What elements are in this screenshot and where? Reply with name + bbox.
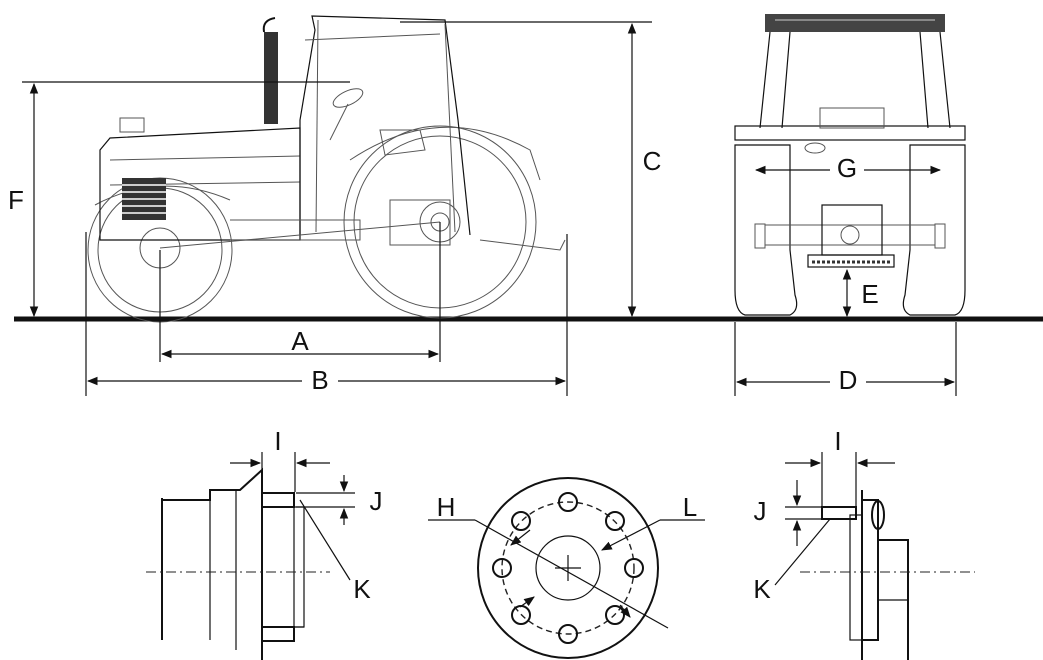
label-c: C xyxy=(643,146,662,176)
dimension-f: F xyxy=(8,81,350,318)
label-e: E xyxy=(861,279,878,309)
label-i-left: I xyxy=(274,426,281,456)
label-h: H xyxy=(437,492,456,522)
label-a: A xyxy=(291,326,309,356)
label-i-right: I xyxy=(834,426,841,456)
label-d: D xyxy=(839,365,858,395)
dimension-a: A xyxy=(159,222,441,362)
label-k-right: K xyxy=(753,574,771,604)
label-f: F xyxy=(8,185,24,215)
hub-detail-left: I J K xyxy=(146,426,383,660)
dimension-e: E xyxy=(842,268,879,318)
tractor-front-view xyxy=(734,14,966,316)
dimension-c: C xyxy=(400,21,662,318)
label-l: L xyxy=(683,492,697,522)
label-b: B xyxy=(311,365,328,395)
label-g: G xyxy=(837,153,857,183)
label-j-right: J xyxy=(754,496,767,526)
tractor-side-view xyxy=(87,15,566,323)
dimension-d: D xyxy=(734,322,957,396)
hub-face-detail: H L xyxy=(428,477,705,659)
label-k-left: K xyxy=(353,574,371,604)
label-j-left: J xyxy=(370,486,383,516)
dimension-b: B xyxy=(85,232,568,396)
hub-detail-right: I J K xyxy=(753,426,975,660)
dimension-g: G xyxy=(754,150,942,183)
